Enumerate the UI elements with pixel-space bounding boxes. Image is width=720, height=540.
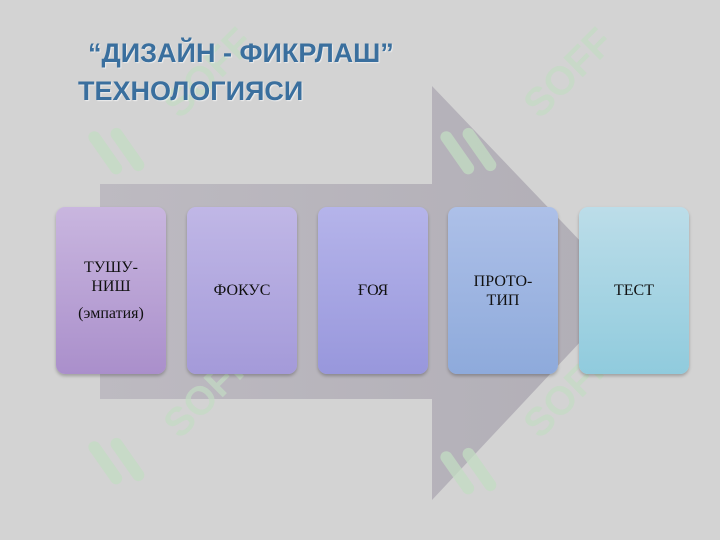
step-label: ФОКУС bbox=[213, 282, 271, 299]
title-line-1: “ДИЗАЙН - ФИКРЛАШ” bbox=[88, 38, 394, 68]
step-empathize: ТУШУ- НИШ (эмпатия) bbox=[56, 207, 166, 374]
slide-title: “ДИЗАЙН - ФИКРЛАШ” ТЕХНОЛОГИЯСИ bbox=[78, 34, 538, 110]
step-idea: ҒОЯ bbox=[318, 207, 428, 374]
title-line-2: ТЕХНОЛОГИЯСИ bbox=[78, 76, 304, 106]
step-label: ТЕСТ bbox=[614, 282, 654, 299]
step-label: ПРОТО- ТИП bbox=[473, 272, 533, 309]
step-prototype: ПРОТО- ТИП bbox=[448, 207, 558, 374]
step-sublabel: (эмпатия) bbox=[78, 305, 144, 322]
step-focus: ФОКУС bbox=[187, 207, 297, 374]
step-test: ТЕСТ bbox=[579, 207, 689, 374]
step-label: ТУШУ- НИШ bbox=[84, 259, 138, 295]
step-label: ҒОЯ bbox=[357, 282, 389, 299]
